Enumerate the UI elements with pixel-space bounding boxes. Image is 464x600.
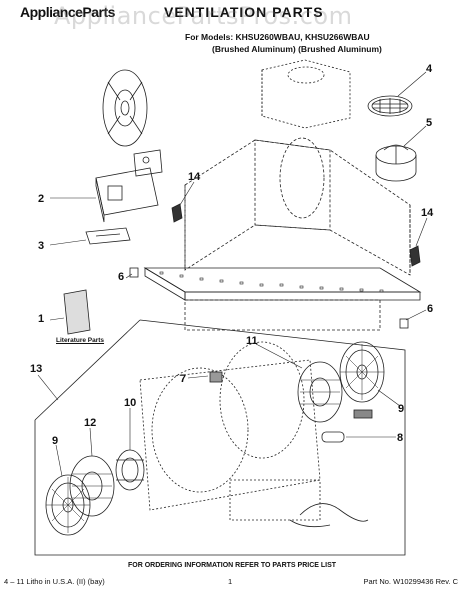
callout-7: 7 <box>180 373 186 385</box>
callout-6-right: 6 <box>427 303 433 315</box>
callout-4: 4 <box>426 63 433 75</box>
grease-filter <box>367 95 413 117</box>
junction-box <box>95 149 163 223</box>
ordering-info: FOR ORDERING INFORMATION REFER TO PARTS … <box>127 562 337 569</box>
callout-labels: 1 2 3 4 5 6 6 7 8 9 9 10 11 12 13 14 14 <box>30 63 434 447</box>
finish-line: (Brushed Aluminum) (Brushed Aluminum) <box>212 44 382 54</box>
callout-8: 8 <box>397 432 403 444</box>
duct-transition <box>261 59 351 129</box>
blower-assembly-frame <box>34 319 406 556</box>
callout-3: 3 <box>38 240 44 252</box>
fan-left <box>45 474 91 536</box>
blower-housing <box>139 341 321 521</box>
callout-6-left: 6 <box>118 271 124 283</box>
clip-left <box>171 203 183 223</box>
literature-booklet <box>63 289 91 335</box>
models-line: For Models: KHSU260WBAU, KHSU266WBAU <box>185 32 370 42</box>
callout-2: 2 <box>38 193 44 205</box>
callout-12: 12 <box>84 417 96 429</box>
callout-10: 10 <box>124 397 136 409</box>
fan-right <box>339 341 385 403</box>
clip-right <box>409 245 421 267</box>
motor <box>115 449 145 491</box>
front-rail <box>143 267 422 301</box>
side-rail <box>184 299 381 331</box>
bracket-right <box>399 318 409 329</box>
callout-1: 1 <box>38 313 44 325</box>
callout-9-right: 9 <box>398 403 404 415</box>
wire-harness <box>289 503 369 528</box>
callout-11: 11 <box>246 335 258 347</box>
brand-logo: ApplianceParts <box>20 4 115 20</box>
damper-wheel-top <box>102 69 148 147</box>
hood-body <box>184 137 411 276</box>
bracket-left <box>129 267 139 278</box>
capacitor <box>321 409 373 443</box>
small-block <box>209 371 223 383</box>
terminal-block <box>85 227 131 245</box>
litho-info: 4 – 11 Litho in U.S.A. (II) (bay) <box>4 577 105 586</box>
leader-lines <box>37 71 428 477</box>
literature-parts-label: Literature Parts <box>56 337 105 344</box>
callout-9-left: 9 <box>52 435 58 447</box>
callout-14-right: 14 <box>421 207 434 219</box>
callout-14-left: 14 <box>188 171 201 183</box>
callout-13: 13 <box>30 363 42 375</box>
page-title: VENTILATION PARTS <box>164 4 324 20</box>
page-number: 1 <box>228 577 233 586</box>
blower-wheel-right <box>297 361 343 423</box>
damper <box>375 144 417 182</box>
part-number: Part No. W10299436 Rev. C <box>363 577 459 586</box>
callout-5: 5 <box>426 117 432 129</box>
